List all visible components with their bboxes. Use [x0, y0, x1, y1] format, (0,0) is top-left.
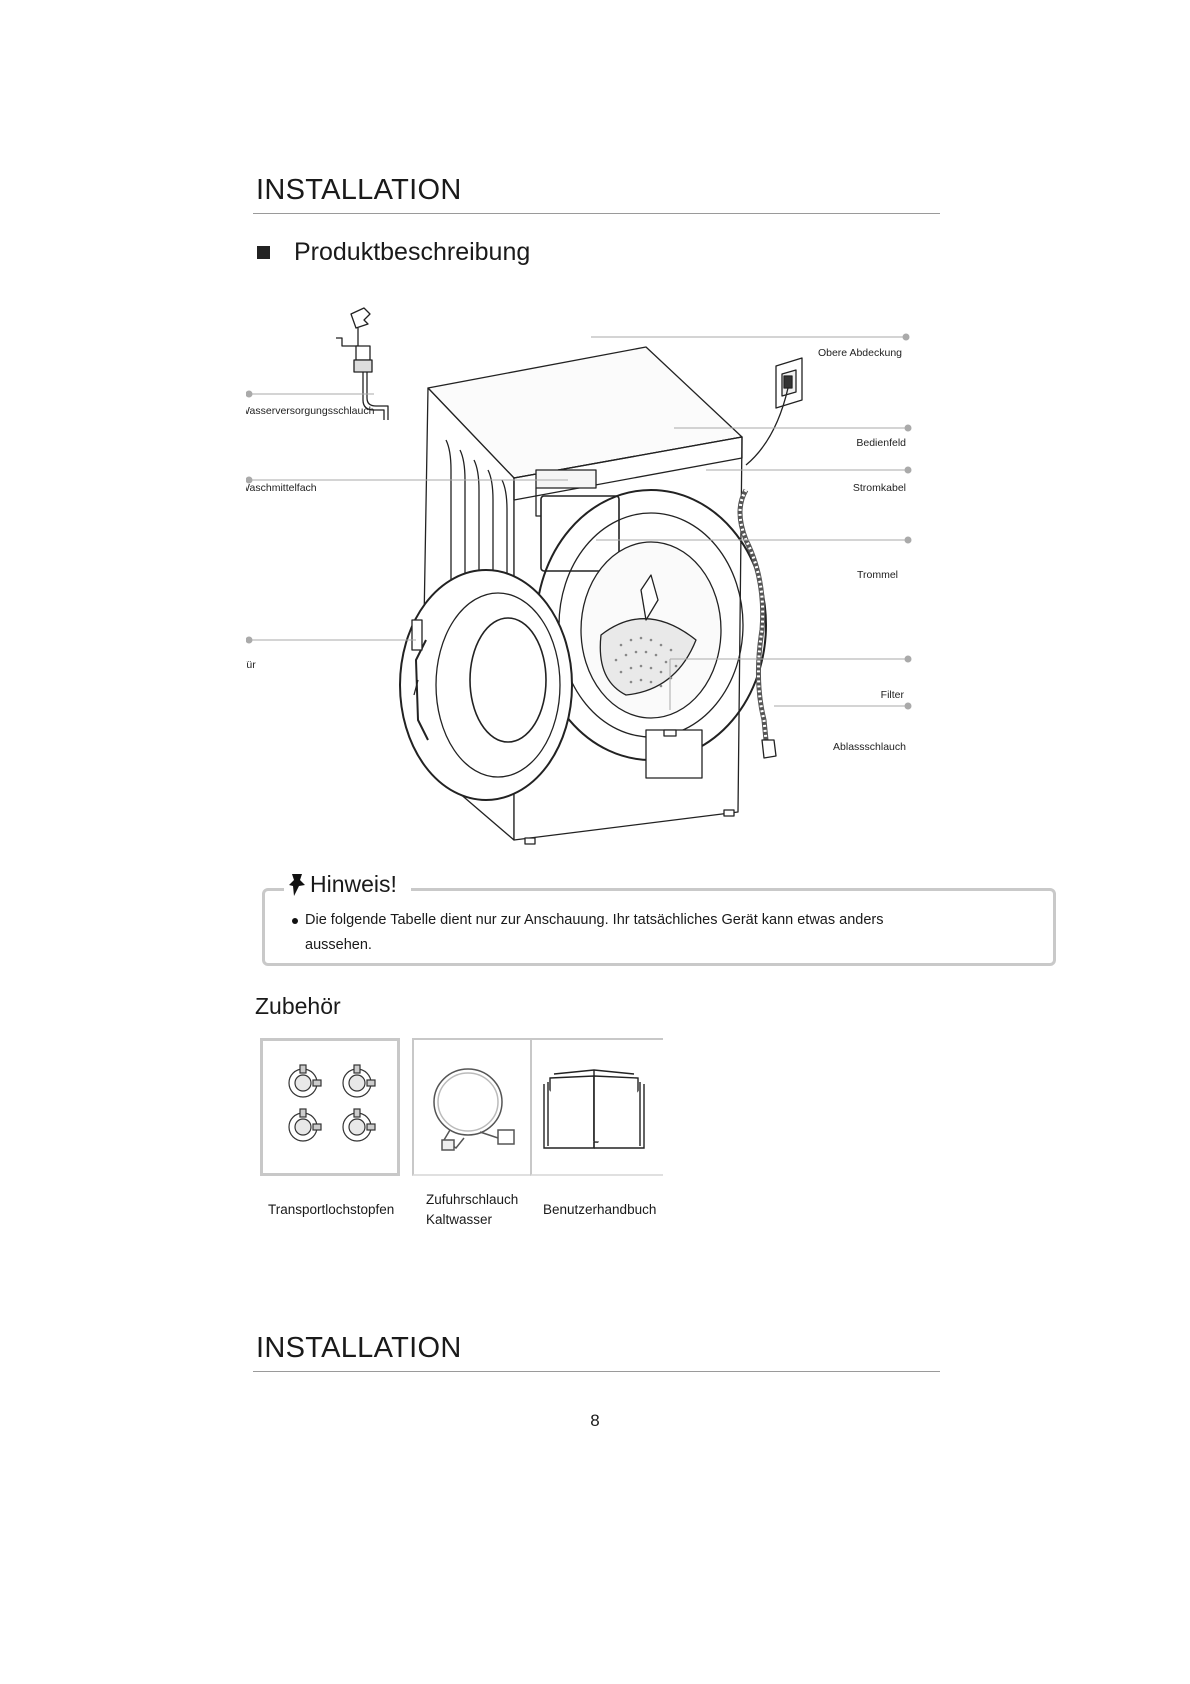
- hose-icon: [433, 1068, 515, 1151]
- footer-divider: [253, 1371, 940, 1372]
- label-wasserversorgungsschlauch: Wasserversorgungsschlauch: [246, 405, 375, 417]
- detergent-drawer: [535, 469, 597, 489]
- subsection-title: Produktbeschreibung: [257, 238, 530, 267]
- note-title-text: Hinweis!: [310, 871, 397, 897]
- bullet-square-icon: [257, 246, 270, 259]
- page-number: 8: [590, 1411, 600, 1430]
- plug-caps-icon: [288, 1064, 376, 1142]
- manual-icon: [543, 1069, 645, 1149]
- label-tuer: Tür: [246, 659, 256, 671]
- note-text: Die folgende Tabelle dient nur zur Ansch…: [305, 912, 884, 953]
- note-box: [262, 888, 1056, 966]
- footer-title: INSTALLATION: [256, 1332, 462, 1364]
- accessory-image-transport-plugs: [260, 1038, 400, 1176]
- pushpin-icon: [289, 873, 305, 896]
- accessory-label-inlet-hose-line2: Kaltwasser: [426, 1212, 493, 1227]
- accessory-image-manual: [530, 1038, 663, 1176]
- accessories-title: Zubehör: [255, 993, 341, 1019]
- note-bullet-icon: [292, 918, 298, 924]
- filter-hatch: [645, 729, 703, 779]
- subsection-title-text: Produktbeschreibung: [294, 238, 531, 266]
- label-filter: Filter: [881, 689, 905, 701]
- power-socket-icon: [745, 357, 803, 466]
- accessory-label-inlet-hose: Zufuhrschlauch Kaltwasser: [426, 1190, 518, 1230]
- label-trommel: Trommel: [857, 569, 898, 581]
- title-divider: [253, 213, 940, 214]
- water-tap-icon: [336, 307, 389, 420]
- label-waschmittelfach: Waschmittelfach: [246, 482, 317, 494]
- accessory-label-transport-plugs: Transportlochstopfen: [268, 1202, 395, 1217]
- label-ablassschlauch: Ablassschlauch: [833, 741, 906, 753]
- label-obere-abdeckung: Obere Abdeckung: [818, 347, 902, 359]
- washing-machine-diagram: Obere Abdeckung Wasserversorgungsschlauc…: [246, 307, 912, 845]
- accessory-label-manual: Benutzerhandbuch: [543, 1202, 657, 1217]
- note-title: Hinweis!: [284, 871, 411, 898]
- label-stromkabel: Stromkabel: [853, 482, 906, 494]
- accessory-image-inlet-hose: [412, 1038, 530, 1176]
- page-title: INSTALLATION: [256, 174, 462, 206]
- accessory-label-inlet-hose-line1: Zufuhrschlauch: [426, 1192, 519, 1207]
- drain-hose: [737, 488, 777, 759]
- label-bedienfeld: Bedienfeld: [856, 437, 906, 449]
